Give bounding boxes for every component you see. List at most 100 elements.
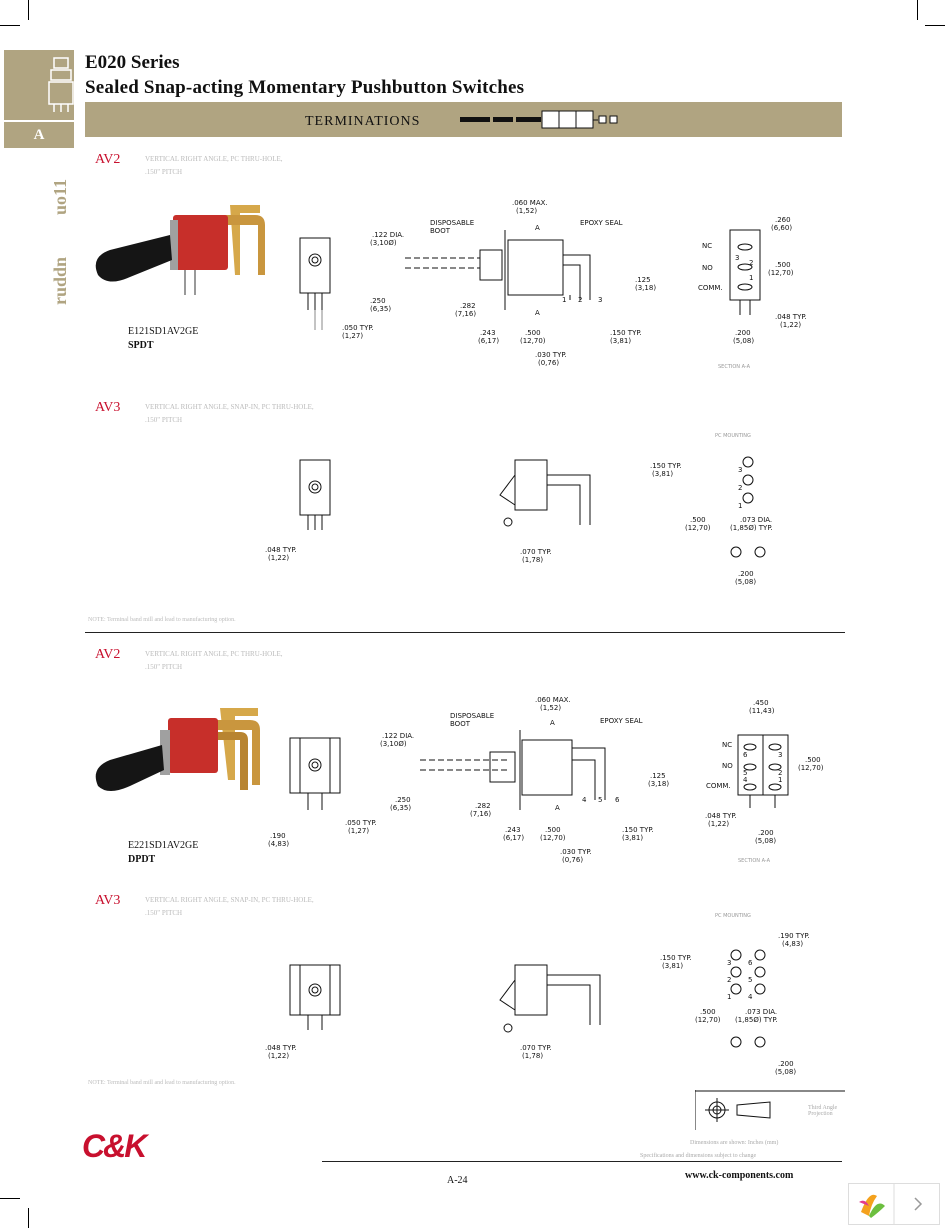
svg-text:.050 TYP.: .050 TYP. — [342, 324, 374, 332]
svg-text:3: 3 — [598, 296, 602, 304]
svg-text:(5,08): (5,08) — [733, 337, 754, 345]
drawing-av2-dpdt: .190(4,83) .050 TYP.(1,27) .122 DIA.(3,1… — [268, 696, 824, 864]
chevron-right-icon — [914, 1197, 923, 1211]
svg-text:(1,78): (1,78) — [522, 1052, 543, 1060]
svg-text:.243: .243 — [480, 329, 496, 337]
section-code: AV3 — [95, 400, 121, 415]
svg-text:5: 5 — [743, 769, 747, 777]
svg-text:BOOT: BOOT — [450, 720, 471, 728]
svg-text:.060 MAX.: .060 MAX. — [512, 199, 548, 207]
svg-text:.282: .282 — [475, 802, 491, 810]
svg-text:2: 2 — [727, 976, 731, 984]
svg-text:6: 6 — [615, 796, 620, 804]
svg-text:6: 6 — [748, 959, 753, 967]
svg-text:(12,70): (12,70) — [540, 834, 566, 842]
divider — [85, 632, 845, 633]
svg-text:.125: .125 — [635, 276, 651, 284]
page-number: A-24 — [447, 1175, 468, 1186]
part-number: E221SD1AV2GE — [128, 840, 199, 851]
terminations-band: TERMINATIONS — [85, 102, 842, 137]
desc-line: .150" PITCH — [145, 168, 183, 176]
section-code: AV3 — [95, 893, 121, 908]
projection-label: Third Angle Projection — [808, 1105, 838, 1117]
svg-text:(1,22): (1,22) — [268, 1052, 289, 1060]
pole-type: SPDT — [128, 340, 154, 351]
svg-text:(6,17): (6,17) — [478, 337, 499, 345]
svg-text:1: 1 — [727, 993, 731, 1001]
pc-mounting-label: PC MOUNTING — [715, 913, 751, 919]
section-code: AV2 — [95, 647, 121, 662]
website-link[interactable]: www.ck-components.com — [685, 1170, 794, 1181]
third-angle-projection-icon — [695, 1090, 845, 1130]
svg-text:3: 3 — [738, 466, 742, 474]
band-label: TERMINATIONS — [305, 114, 421, 129]
svg-text:(4,83): (4,83) — [782, 940, 803, 948]
svg-text:5: 5 — [748, 976, 752, 984]
svg-text:.150 TYP.: .150 TYP. — [622, 826, 654, 834]
svg-text:.048 TYP.: .048 TYP. — [705, 812, 737, 820]
svg-text:3: 3 — [735, 254, 739, 262]
svg-text:.048 TYP.: .048 TYP. — [265, 546, 297, 554]
svg-text:3: 3 — [778, 751, 782, 759]
crop-mark — [917, 0, 918, 20]
desc-line: VERTICAL RIGHT ANGLE, SNAP-IN, PC THRU-H… — [145, 403, 314, 411]
svg-text:.500: .500 — [545, 826, 561, 834]
svg-text:(6,35): (6,35) — [370, 305, 391, 313]
svg-text:.070 TYP.: .070 TYP. — [520, 1044, 552, 1052]
svg-text:(3,81): (3,81) — [622, 834, 643, 842]
svg-text:(12,70): (12,70) — [798, 764, 824, 772]
desc-line: .150" PITCH — [145, 909, 183, 917]
svg-text:NO: NO — [722, 762, 733, 770]
svg-text:.200: .200 — [758, 829, 774, 837]
svg-text:DISPOSABLE: DISPOSABLE — [450, 712, 494, 720]
svg-text:.190 TYP.: .190 TYP. — [778, 932, 810, 940]
svg-text:(1,52): (1,52) — [516, 207, 537, 215]
crop-mark — [28, 1208, 29, 1228]
svg-text:A: A — [555, 804, 560, 812]
svg-text:(1,22): (1,22) — [268, 554, 289, 562]
desc-line: .150" PITCH — [145, 663, 183, 671]
svg-text:(1,22): (1,22) — [780, 321, 801, 329]
svg-text:(3,18): (3,18) — [648, 780, 669, 788]
svg-text:.500: .500 — [690, 516, 706, 524]
svg-text:.200: .200 — [778, 1060, 794, 1068]
svg-text:(12,70): (12,70) — [685, 524, 711, 532]
ck-logo: C&K — [82, 1128, 147, 1164]
svg-text:.073 DIA.: .073 DIA. — [740, 516, 772, 524]
svg-text:.125: .125 — [650, 772, 666, 780]
switch-photo — [95, 205, 265, 295]
svg-text:(12,70): (12,70) — [768, 269, 794, 277]
svg-text:6: 6 — [743, 751, 748, 759]
svg-text:2: 2 — [738, 484, 742, 492]
side-word: uo11 — [50, 178, 70, 215]
pole-type: DPDT — [128, 854, 156, 865]
disclaimer: Specifications and dimensions subject to… — [640, 1153, 757, 1159]
svg-text:.500: .500 — [775, 261, 791, 269]
svg-text:(0,76): (0,76) — [562, 856, 583, 864]
svg-text:SECTION A-A: SECTION A-A — [718, 364, 751, 370]
svg-text:(5,08): (5,08) — [775, 1068, 796, 1076]
svg-text:(1,85Ø) TYP.: (1,85Ø) TYP. — [735, 1016, 778, 1024]
section-desc: VERTICAL RIGHT ANGLE, PC THRU-HOLE, .150… — [145, 648, 283, 674]
viewer-logo-icon[interactable] — [849, 1184, 939, 1224]
svg-text:NO: NO — [702, 264, 713, 272]
svg-text:(3,18): (3,18) — [635, 284, 656, 292]
svg-text:(0,76): (0,76) — [538, 359, 559, 367]
svg-text:4: 4 — [748, 993, 753, 1001]
svg-text:.250: .250 — [395, 796, 411, 804]
svg-text:A: A — [535, 309, 540, 317]
svg-text:(12,70): (12,70) — [520, 337, 546, 345]
svg-text:5: 5 — [598, 796, 602, 804]
svg-text:.200: .200 — [738, 570, 754, 578]
page-title: Sealed Snap-acting Momentary Pushbutton … — [85, 77, 525, 98]
svg-text:(5,08): (5,08) — [735, 578, 756, 586]
drawing-av2-spdt: .050 TYP.(1,27) .122 DIA.(3,10Ø) DISPOSA… — [299, 199, 807, 370]
svg-text:(1,85Ø) TYP.: (1,85Ø) TYP. — [730, 524, 773, 532]
section-tab-letter[interactable]: A — [4, 122, 74, 148]
svg-text:1: 1 — [749, 274, 753, 282]
crop-mark — [0, 1198, 20, 1199]
drawing-av3-spdt: .048 TYP.(1,22) .070 TYP.(1,78) PC MOUNT… — [265, 433, 773, 586]
svg-text:BOOT: BOOT — [430, 227, 451, 235]
svg-text:.150 TYP.: .150 TYP. — [650, 462, 682, 470]
svg-text:1: 1 — [562, 296, 566, 304]
